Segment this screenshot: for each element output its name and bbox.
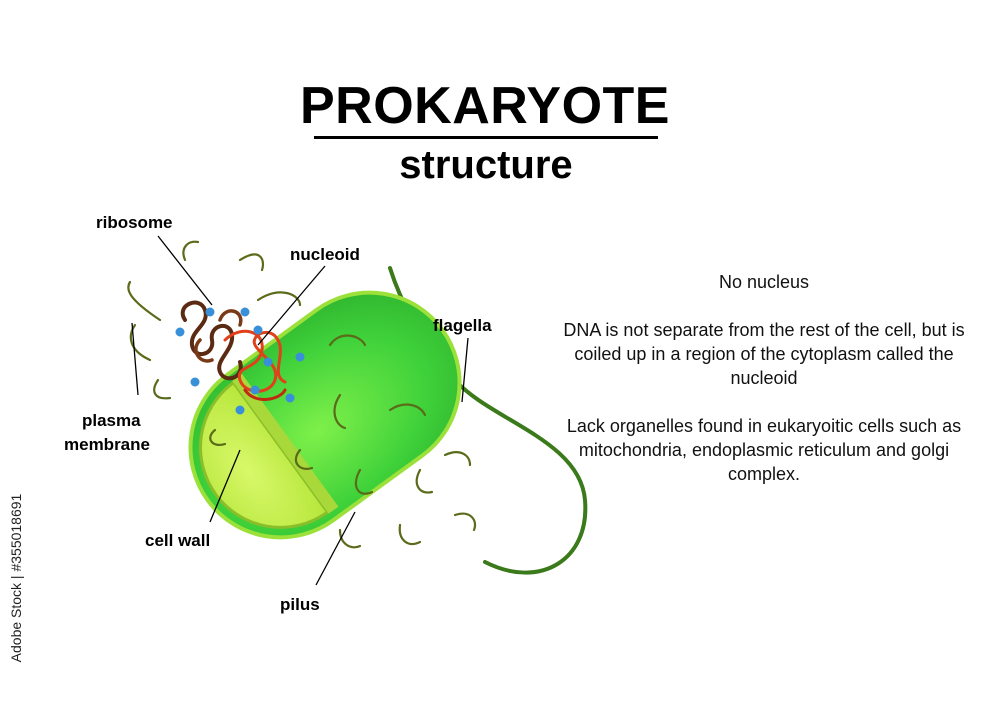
stock-credit: Adobe Stock | #355018691 (8, 493, 24, 663)
label-cell-wall: cell wall (145, 531, 211, 550)
cytoplasm-cutaway (198, 380, 330, 529)
facts-panel: No nucleus DNA is not separate from the … (548, 270, 980, 510)
label-pilus: pilus (280, 595, 320, 614)
fact-text: DNA is not separate from the rest of the… (563, 320, 965, 388)
fact-text: No nucleus (718, 272, 810, 292)
title-underline (314, 136, 658, 139)
label-nucleoid: nucleoid (290, 245, 360, 264)
page-subtitle: structure (399, 143, 573, 187)
fact-text: Lack organelles found in eukaryoitic cel… (566, 416, 962, 484)
nucleoid-dna (180, 300, 287, 401)
label-ribosome: ribosome (96, 213, 173, 232)
label-plasma-membrane-1: plasma (82, 411, 141, 430)
label-flagella: flagella (433, 316, 492, 335)
leader-lines (131, 235, 469, 586)
cut-edge (232, 373, 339, 514)
label-plasma-membrane-2: membrane (64, 435, 150, 454)
ribosomes (175, 307, 305, 415)
page-title: PROKARYOTE (300, 77, 670, 135)
pili (127, 240, 477, 549)
